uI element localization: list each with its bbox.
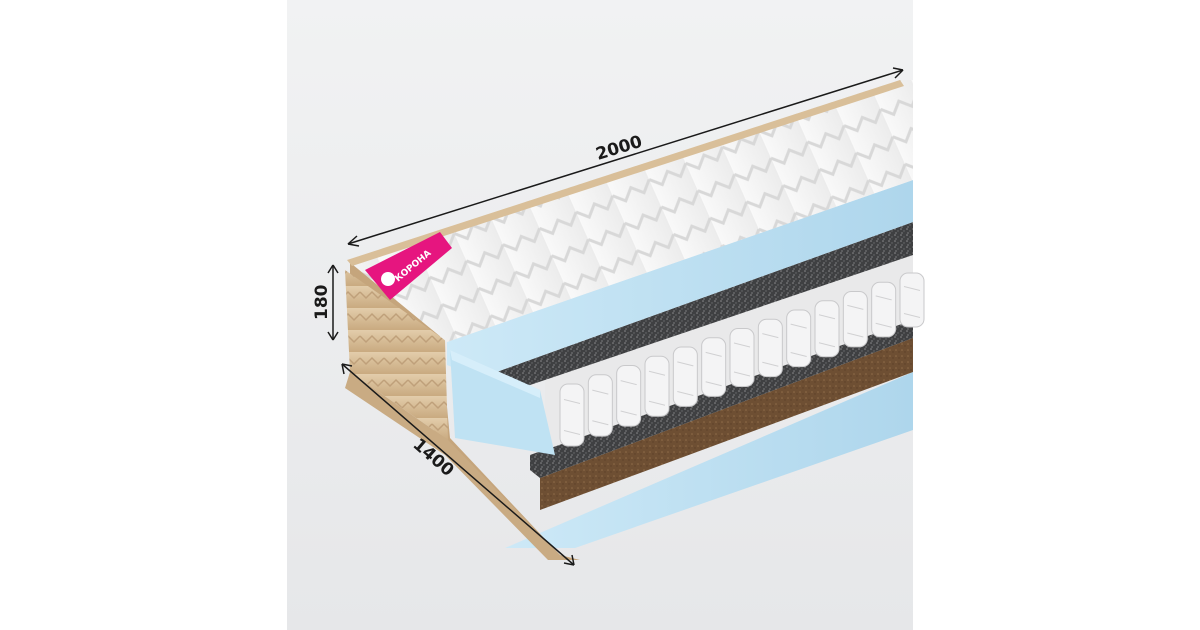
pocket-spring (871, 281, 897, 338)
spring-seam (592, 389, 609, 426)
foam-corner-block (450, 350, 555, 455)
pocket-spring (672, 346, 698, 407)
spring-seam (648, 370, 666, 406)
dimension-arrow-icon (327, 264, 339, 341)
dimension-arrow-icon (347, 235, 360, 247)
spring-seam (847, 304, 864, 338)
spring-seam (875, 295, 892, 328)
pocket-spring (786, 309, 812, 368)
pocket-spring (757, 318, 783, 378)
coir-layer (540, 338, 913, 510)
spring-seam (818, 314, 836, 348)
pocket-spring (842, 291, 868, 348)
upper-felt-layer (480, 222, 913, 395)
spring-seam (903, 286, 921, 318)
pocket-spring (587, 374, 613, 437)
brand-logo-icon (381, 272, 395, 286)
pocket-spring (899, 272, 925, 328)
dimension-height: 180 (312, 264, 339, 341)
spring-seam (762, 333, 779, 367)
side-panel-fabric (345, 270, 448, 440)
bottom-foam-layer (505, 372, 913, 548)
pocket-springs (559, 272, 925, 447)
pocket-spring (701, 337, 727, 397)
spring-seam (563, 399, 581, 435)
pocket-spring (729, 328, 755, 387)
spring-seam (705, 351, 722, 387)
top-foam-layer (447, 180, 913, 378)
pocket-spring (616, 365, 642, 427)
spring-seam (733, 342, 751, 377)
length-label: 2000 (594, 132, 645, 165)
pocket-spring (814, 300, 840, 358)
spring-seam (620, 380, 637, 416)
dimension-arrow-icon (341, 363, 575, 566)
pocket-spring (644, 355, 670, 417)
height-label: 180 (312, 284, 332, 320)
spring-seam (790, 323, 807, 357)
pocket-spring (559, 383, 585, 447)
spring-seam (677, 361, 694, 396)
lower-felt-layer (530, 318, 913, 478)
quilted-top-surface (347, 80, 913, 342)
